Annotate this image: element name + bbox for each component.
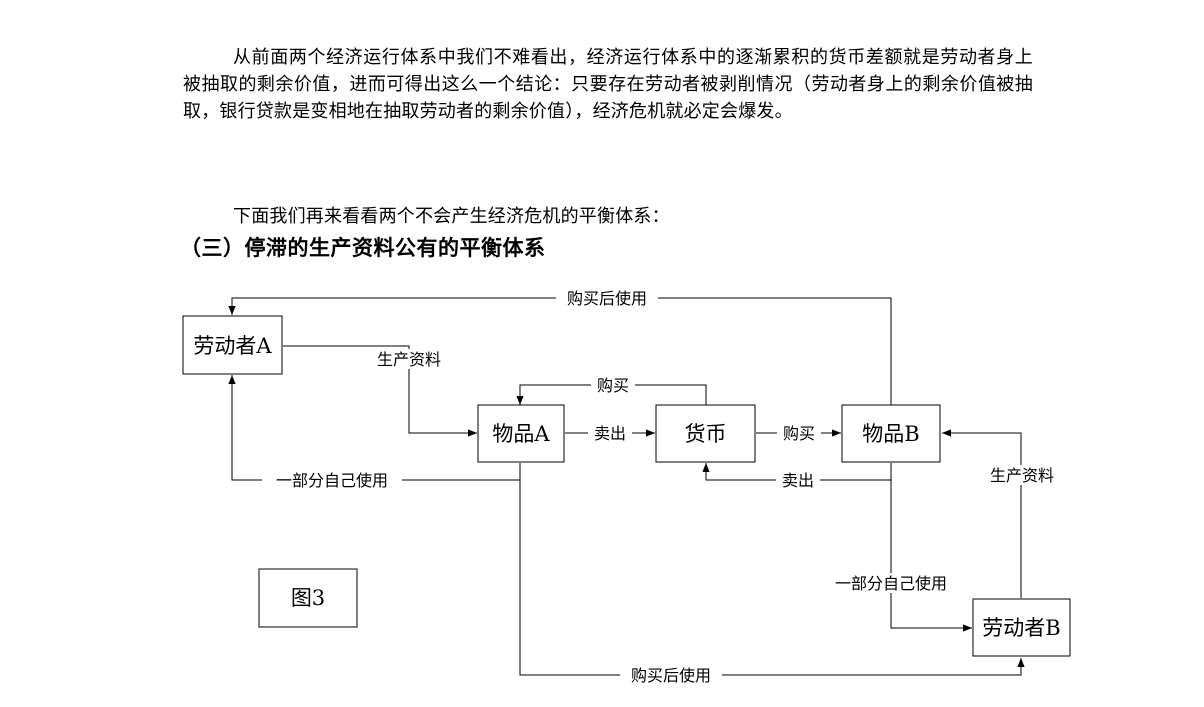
label-self-use-a: 一部分自己使用: [276, 471, 388, 490]
label-means-of-production-b: 生产资料: [990, 466, 1054, 485]
body-paragraph-2: 下面我们再来看看两个不会产生经济危机的平衡体系：: [233, 206, 670, 227]
node-goods-b: 物品B: [841, 404, 941, 463]
label-buy-b: 购买: [783, 424, 815, 443]
node-goods-b-label: 物品B: [862, 422, 919, 446]
edge-labels: 购买后使用 生产资料 购买 卖出 购买 一部分自己使用 卖出 生产资料 一部分自…: [262, 288, 1062, 685]
label-self-use-b: 一部分自己使用: [835, 574, 947, 593]
node-laborer-a-label: 劳动者A: [193, 334, 272, 358]
label-buy-then-use-top: 购买后使用: [567, 289, 647, 308]
edge-buy-then-use-top: [228, 297, 892, 405]
edge-means-of-production-a: [283, 345, 477, 437]
figure-label: 图3: [291, 586, 325, 610]
label-buy-then-use-bottom: 购买后使用: [631, 666, 711, 685]
section-title: （三）停滞的生产资料公有的平衡体系: [180, 236, 546, 260]
node-currency-label: 货币: [685, 422, 727, 446]
node-goods-a-label: 物品A: [492, 422, 550, 446]
node-laborer-b: 劳动者B: [972, 598, 1071, 657]
edge-self-use-b: [890, 480, 972, 632]
edge-buy-then-use-bottom: [519, 480, 1025, 676]
edge-means-of-production-b: [942, 429, 1022, 598]
label-sell-b: 卖出: [782, 471, 814, 490]
nodes: 劳动者A 物品A 货币 物品B 劳动者B 图3: [182, 315, 1071, 657]
label-buy-loop: 购买: [597, 376, 629, 395]
node-laborer-b-label: 劳动者B: [982, 616, 1060, 640]
node-goods-a: 物品A: [477, 404, 565, 463]
label-means-of-production-a: 生产资料: [377, 350, 441, 369]
body-paragraph-1: 从前面两个经济运行体系中我们不难看出，经济运行体系中的逐渐累积的货币差额就是劳动…: [183, 47, 1033, 122]
figure-label-box: 图3: [258, 568, 358, 628]
node-laborer-a: 劳动者A: [182, 315, 283, 375]
edge-self-use-a: [228, 375, 521, 481]
node-currency: 货币: [655, 404, 756, 463]
label-sell-a: 卖出: [594, 424, 626, 443]
